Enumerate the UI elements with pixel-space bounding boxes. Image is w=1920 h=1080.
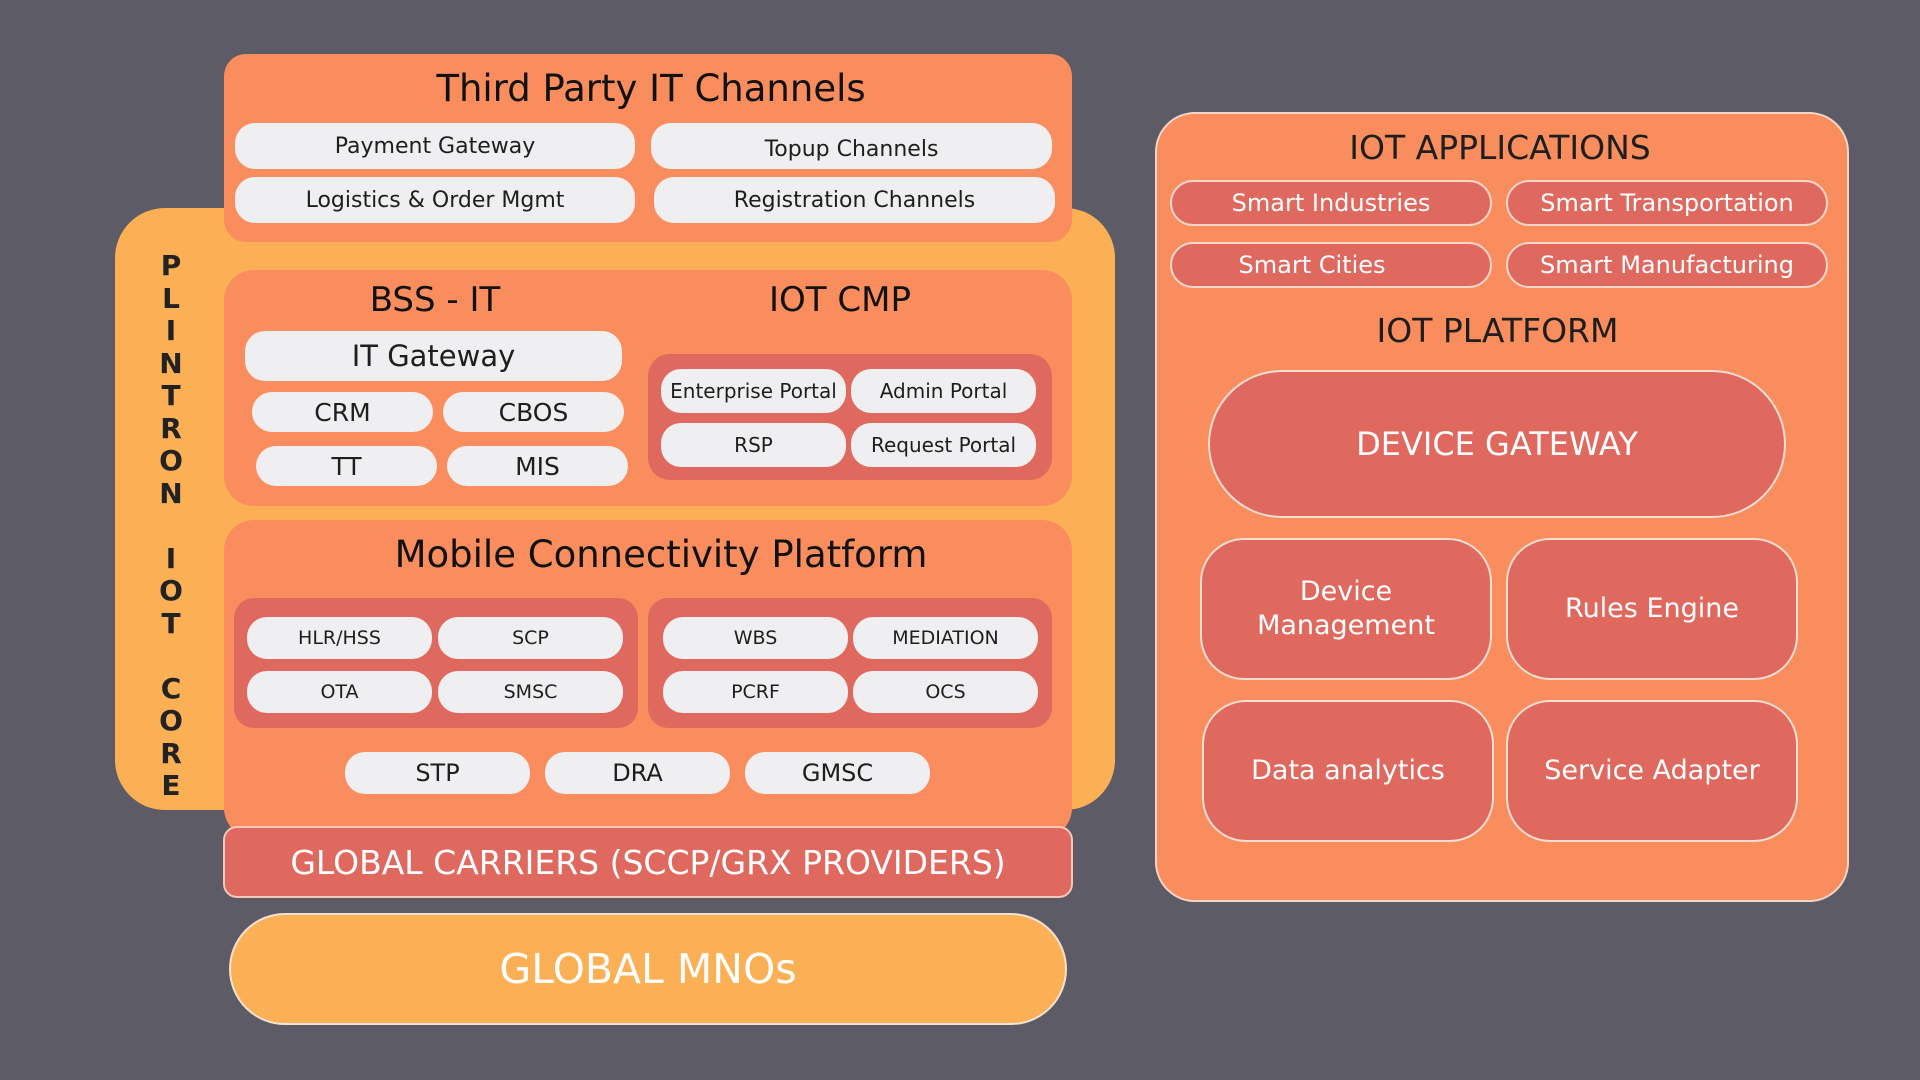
core-letter: I xyxy=(165,314,177,347)
core-letter xyxy=(150,510,192,543)
smart-manufacturing-node: Smart Manufacturing xyxy=(1506,242,1828,288)
rules-engine-node: Rules Engine xyxy=(1506,538,1798,680)
hlr-hss-node: HLR/HSS xyxy=(247,617,432,659)
dra-node: DRA xyxy=(545,752,730,794)
global-mnos-bar: GLOBAL MNOs xyxy=(229,913,1067,1025)
gmsc-node: GMSC xyxy=(745,752,930,794)
data-analytics-node: Data analytics xyxy=(1202,700,1494,842)
rsp-node: RSP xyxy=(661,423,846,467)
iot-applications-title: IOT APPLICATIONS xyxy=(1349,127,1651,167)
iot-platform-title: IOT PLATFORM xyxy=(1376,310,1619,350)
tt-node: TT xyxy=(256,446,437,486)
core-letter: P xyxy=(160,249,182,282)
topup-channels-node: Topup Channels xyxy=(651,123,1052,169)
core-letter: N xyxy=(159,346,183,380)
service-adapter-node: Service Adapter xyxy=(1506,700,1798,842)
smsc-node: SMSC xyxy=(438,671,623,713)
smart-cities-node: Smart Cities xyxy=(1170,242,1492,288)
smart-industries-node: Smart Industries xyxy=(1170,180,1492,226)
third-party-title: Third Party IT Channels xyxy=(436,66,866,110)
crm-node: CRM xyxy=(252,392,433,432)
mediation-node: MEDIATION xyxy=(853,617,1038,659)
core-letter: L xyxy=(162,281,180,315)
cbos-node: CBOS xyxy=(443,392,624,432)
core-letter: T xyxy=(161,379,181,412)
payment-gateway-node: Payment Gateway xyxy=(235,123,635,169)
core-letter: O xyxy=(159,444,183,477)
logistics-order-node: Logistics & Order Mgmt xyxy=(235,177,635,223)
core-letter: E xyxy=(161,769,181,802)
device-gateway-node: DEVICE GATEWAY xyxy=(1208,370,1786,518)
core-letter xyxy=(150,640,192,673)
scp-node: SCP xyxy=(438,617,623,659)
ota-node: OTA xyxy=(247,671,432,713)
registration-channels-node: Registration Channels xyxy=(654,177,1055,223)
it-gateway-node: IT Gateway xyxy=(245,331,622,381)
bss-title: BSS - IT xyxy=(369,280,501,320)
mis-node: MIS xyxy=(447,446,628,486)
core-label-strip xyxy=(130,212,235,808)
stp-node: STP xyxy=(345,752,530,794)
pcrf-node: PCRF xyxy=(663,671,848,713)
iot-cmp-title: IOT CMP xyxy=(769,280,911,320)
ocs-node: OCS xyxy=(853,671,1038,713)
core-letter: C xyxy=(160,671,182,705)
core-letter: R xyxy=(160,411,182,445)
admin-portal-node: Admin Portal xyxy=(851,369,1036,413)
global-carriers-bar: GLOBAL CARRIERS (SCCP/GRX PROVIDERS) xyxy=(223,826,1073,898)
core-letter: O xyxy=(159,574,183,607)
wbs-node: WBS xyxy=(663,617,848,659)
core-letter: R xyxy=(160,736,182,770)
core-letter: I xyxy=(165,541,177,575)
enterprise-portal-node: Enterprise Portal xyxy=(661,369,846,413)
device-management-node: Device Management xyxy=(1200,538,1492,680)
request-portal-node: Request Portal xyxy=(851,423,1036,467)
smart-transportation-node: Smart Transportation xyxy=(1506,180,1828,226)
core-letter: T xyxy=(161,606,181,640)
core-letter: O xyxy=(159,704,183,737)
mobile-connectivity-title: Mobile Connectivity Platform xyxy=(394,532,928,576)
core-letter: N xyxy=(159,476,183,510)
core-vertical-label: P L I N T R O N I O T C O R E xyxy=(150,249,192,801)
